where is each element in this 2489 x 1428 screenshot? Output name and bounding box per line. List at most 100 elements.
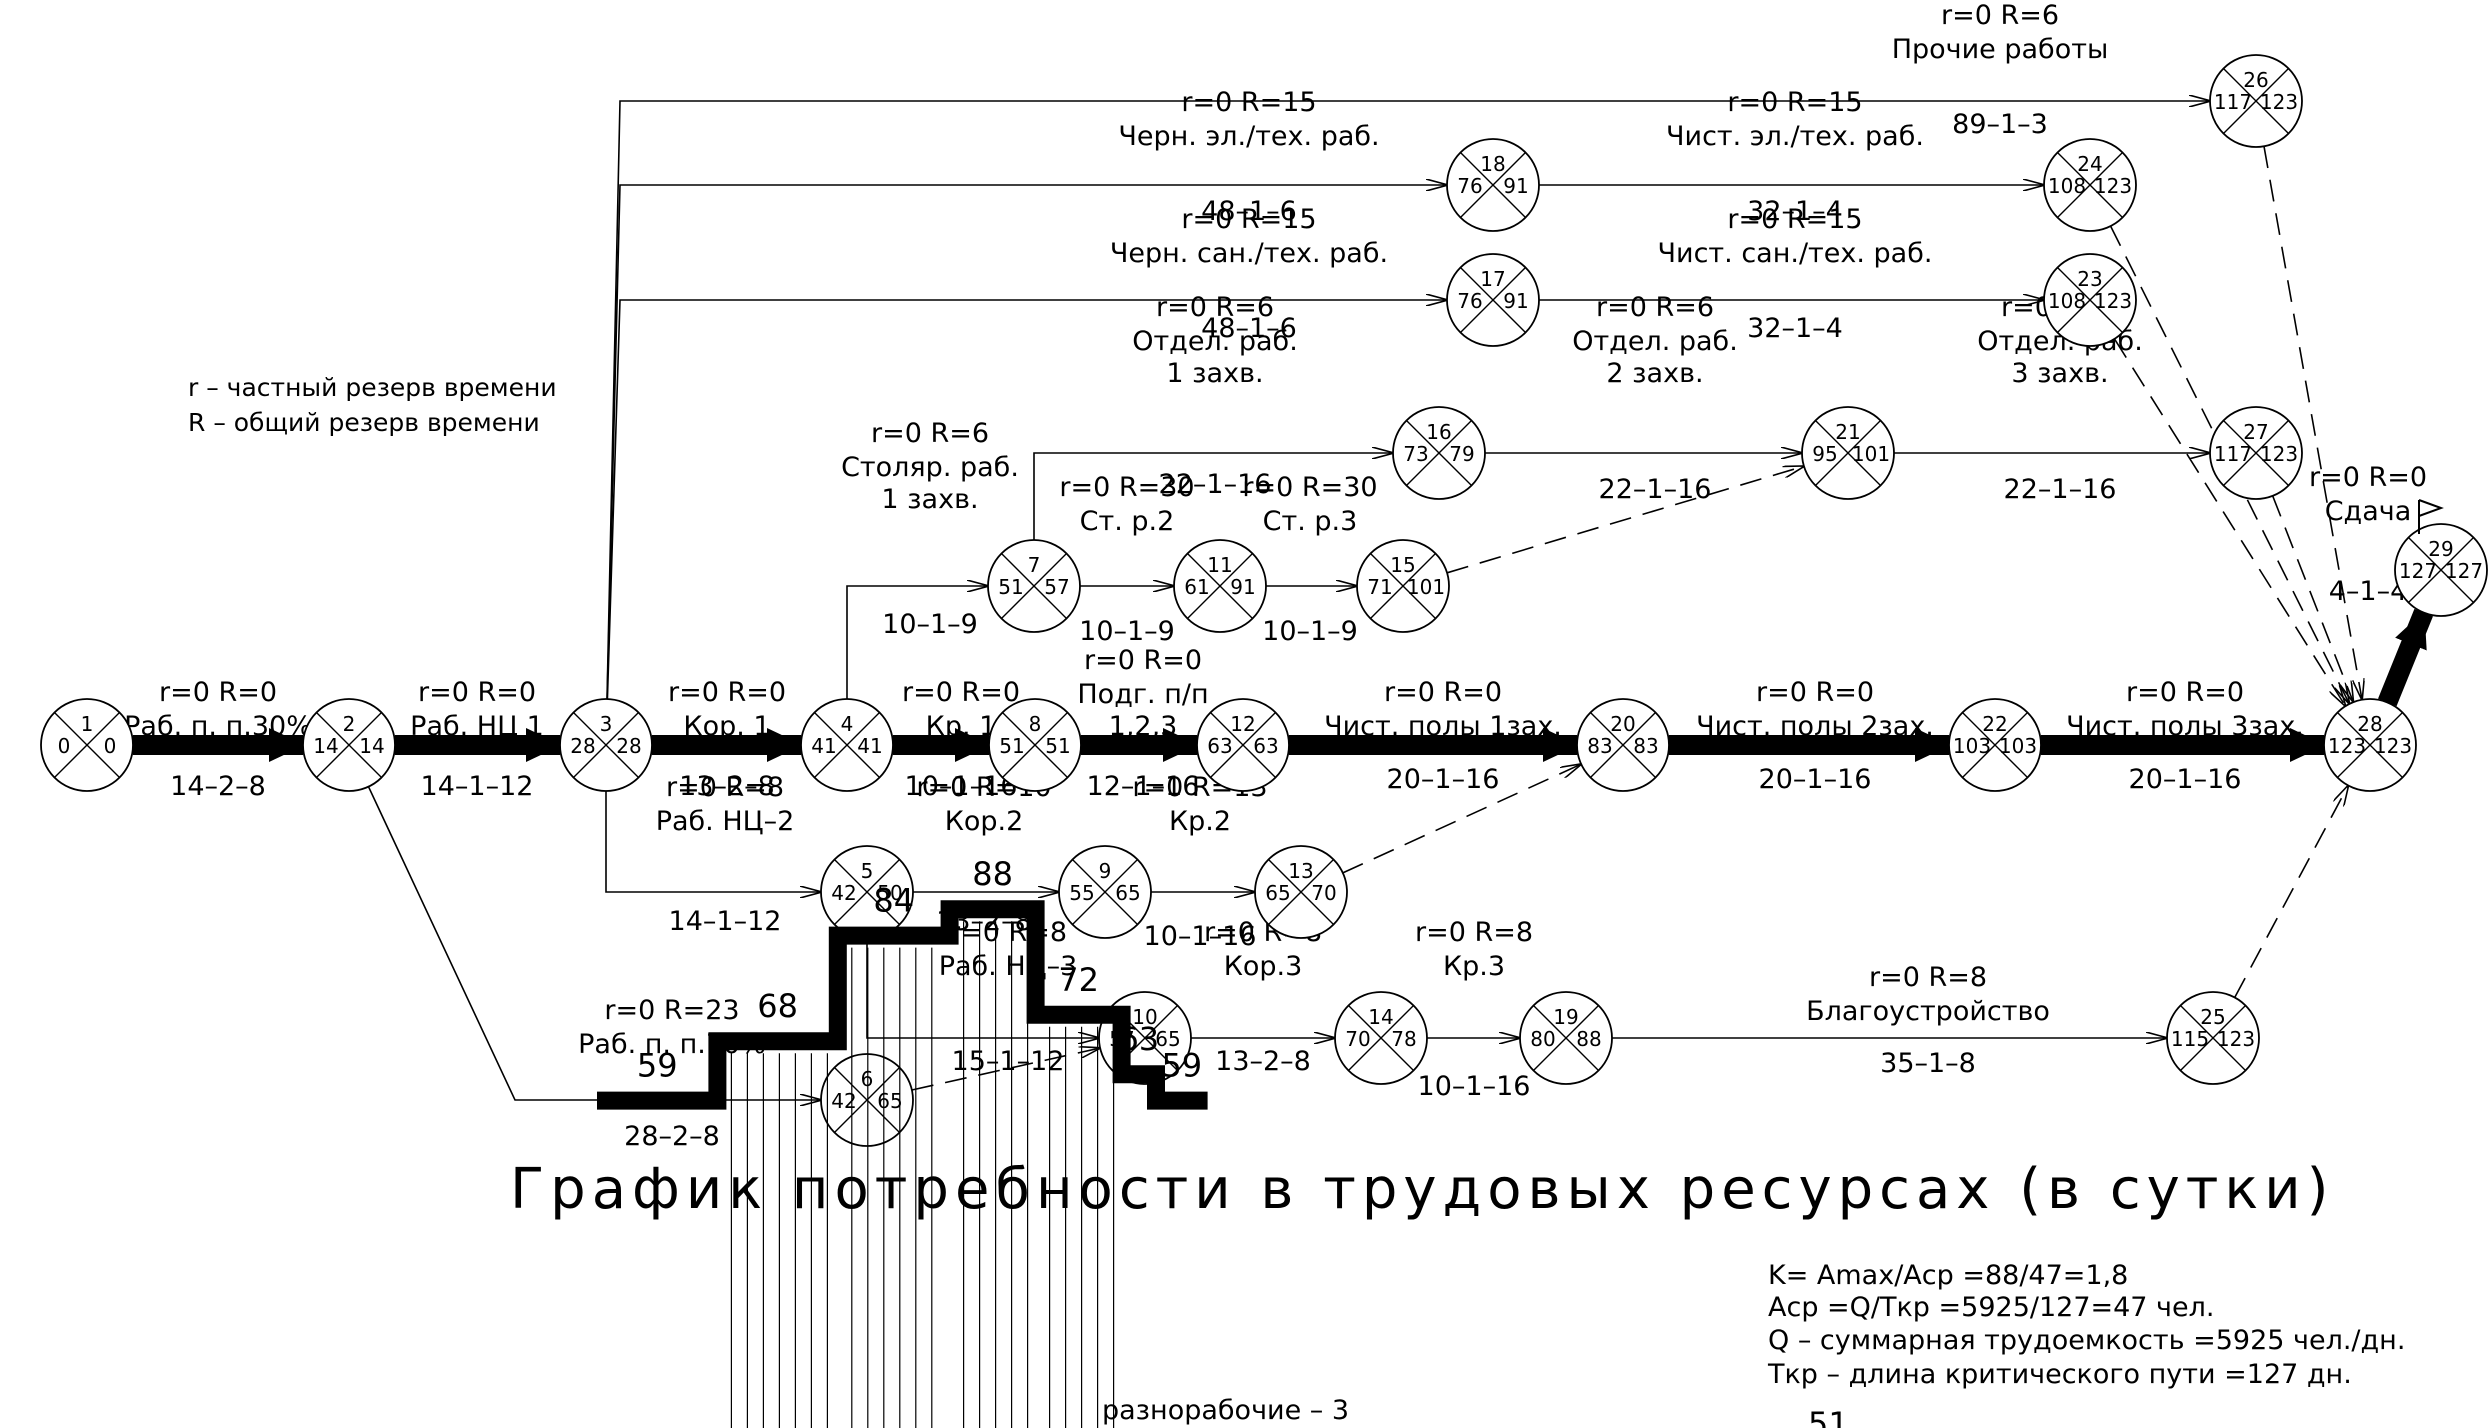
event-late-time: 78 bbox=[1391, 1027, 1416, 1051]
event-number: 1 bbox=[81, 712, 94, 736]
activity-name-3-5: Раб. НЦ–2 bbox=[656, 806, 795, 837]
event-early-time: 95 bbox=[1812, 442, 1837, 466]
event-early-time: 71 bbox=[1367, 575, 1392, 599]
event-late-time: 57 bbox=[1044, 575, 1069, 599]
activity-name2-8-12: 1,2,3 bbox=[1109, 711, 1178, 742]
event-early-time: 14 bbox=[313, 734, 338, 758]
activity-reserve-18-24: r=0 R=15 bbox=[1727, 87, 1862, 118]
activity-code-11-15: 10–1–9 bbox=[1262, 616, 1358, 647]
activity-name-22-28: Чист. полы 3зах. bbox=[2066, 711, 2304, 742]
event-early-time: 42 bbox=[831, 1089, 856, 1113]
event-late-time: 123 bbox=[2094, 289, 2132, 313]
activity-arrow-5-10 bbox=[866, 938, 1099, 1038]
activity-name-5-9: Кор.2 bbox=[945, 806, 1024, 837]
histogram-partial-label: 51 bbox=[1808, 1405, 1849, 1428]
activity-code-8-12: 12–1–16 bbox=[1087, 771, 1200, 802]
event-early-time: 55 bbox=[1069, 881, 1094, 905]
activity-code-3-5: 14–1–12 bbox=[669, 906, 782, 937]
event-number: 28 bbox=[2357, 712, 2382, 736]
finish-flag-icon bbox=[2418, 499, 2444, 534]
activity-arrow-3-17 bbox=[606, 300, 1447, 700]
histogram-step-value: 88 bbox=[972, 855, 1013, 893]
activity-name-11-15: Ст. р.3 bbox=[1263, 506, 1358, 537]
activity-code-12-20: 20–1–16 bbox=[1387, 764, 1500, 795]
activity-name-16-21: Отдел. раб. bbox=[1572, 326, 1738, 357]
event-number: 19 bbox=[1553, 1005, 1578, 1029]
event-late-time: 101 bbox=[1407, 575, 1445, 599]
activity-reserve-12-20: r=0 R=0 bbox=[1384, 677, 1502, 708]
event-late-time: 63 bbox=[1253, 734, 1278, 758]
event-late-time: 91 bbox=[1503, 174, 1528, 198]
activity-name-18-24: Чист. эл./тех. раб. bbox=[1666, 121, 1924, 152]
activity-code-18-24: 32–1–4 bbox=[1747, 196, 1843, 227]
event-late-time: 50 bbox=[877, 881, 902, 905]
activity-code-14-19: 10–1–16 bbox=[1418, 1071, 1531, 1102]
event-early-time: 73 bbox=[1403, 442, 1428, 466]
activity-name-3-4: Кор. 1 bbox=[683, 711, 770, 742]
event-late-time: 88 bbox=[1576, 1027, 1601, 1051]
event-number: 14 bbox=[1368, 1005, 1393, 1029]
activity-name2-7-16: 1 захв. bbox=[1166, 358, 1263, 389]
event-number: 10 bbox=[1132, 1005, 1157, 1029]
activity-reserve-3-17: r=0 R=15 bbox=[1181, 204, 1316, 235]
event-late-time: 123 bbox=[2260, 442, 2298, 466]
legend-line-1: r – частный резерв времени bbox=[188, 373, 557, 402]
activity-code-10-14: 13–2–8 bbox=[1215, 1046, 1311, 1077]
event-early-time: 51 bbox=[999, 734, 1024, 758]
event-early-time: 51 bbox=[998, 575, 1023, 599]
event-number: 9 bbox=[1099, 859, 1112, 883]
event-late-time: 123 bbox=[2260, 90, 2298, 114]
event-early-time: 76 bbox=[1457, 174, 1482, 198]
activity-name-3-26: Прочие работы bbox=[1892, 34, 2109, 65]
event-early-time: 0 bbox=[58, 734, 71, 758]
activity-reserve-5-10: r=0 R=8 bbox=[949, 917, 1067, 948]
activity-reserve-14-19: r=0 R=8 bbox=[1415, 917, 1533, 948]
activity-reserve-7-16: r=0 R=6 bbox=[1156, 292, 1274, 323]
event-early-time: 117 bbox=[2214, 90, 2252, 114]
event-number: 20 bbox=[1610, 712, 1635, 736]
activity-reserve-3-26: r=0 R=6 bbox=[1941, 0, 2059, 31]
activity-name-4-8: Кр. 1 bbox=[926, 711, 997, 742]
activity-code-28-29: 4–1–4 bbox=[2329, 576, 2408, 607]
activity-name-20-22: Чист. полы 2зах. bbox=[1696, 711, 1934, 742]
event-number: 16 bbox=[1426, 420, 1451, 444]
activity-name2-21-27: 3 захв. bbox=[2011, 358, 2108, 389]
activity-name-12-20: Чист. полы 1зах. bbox=[1324, 711, 1562, 742]
activity-code-22-28: 20–1–16 bbox=[2129, 764, 2242, 795]
event-number: 22 bbox=[1982, 712, 2007, 736]
histogram-step-value: 59 bbox=[637, 1047, 678, 1085]
activity-arrow-28-29 bbox=[2378, 608, 2433, 707]
activity-code-9-13: 10–1–16 bbox=[1144, 921, 1257, 952]
activity-arrow-23-28 bbox=[2113, 338, 2346, 706]
activity-reserve-7-11: r=0 R=30 bbox=[1059, 472, 1194, 503]
histogram-step-value: 72 bbox=[1058, 961, 1099, 999]
event-early-time: 127 bbox=[2399, 559, 2437, 583]
event-number: 13 bbox=[1288, 859, 1313, 883]
activity-code-4-8: 10–1–16 bbox=[905, 771, 1018, 802]
event-number: 23 bbox=[2077, 267, 2102, 291]
activity-reserve-2-3: r=0 R=0 bbox=[418, 677, 536, 708]
activity-reserve-22-28: r=0 R=0 bbox=[2126, 677, 2244, 708]
activity-code-3-17: 48–1–6 bbox=[1201, 313, 1297, 344]
activity-reserve-4-7: r=0 R=6 bbox=[871, 418, 989, 449]
activity-arrow-26-28 bbox=[2263, 146, 2362, 699]
event-number: 24 bbox=[2077, 152, 2102, 176]
event-number: 29 bbox=[2428, 537, 2453, 561]
activity-reserve-3-5: r=0 R=8 bbox=[666, 772, 784, 803]
activity-code-3-18: 48–1–6 bbox=[1201, 196, 1297, 227]
event-number: 15 bbox=[1390, 553, 1415, 577]
